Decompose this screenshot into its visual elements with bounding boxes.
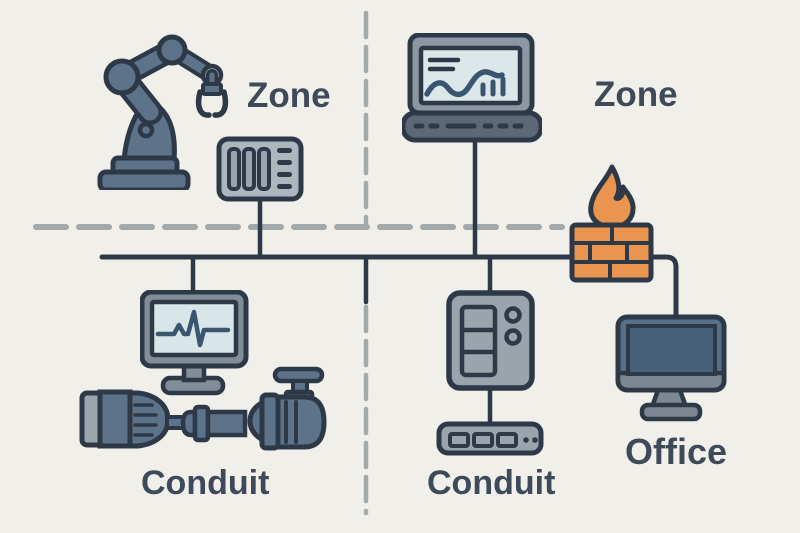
conduit-label-bottom-right: Conduit xyxy=(427,464,556,502)
desktop-monitor-icon xyxy=(615,314,727,422)
network-switch-icon xyxy=(436,421,544,456)
ethernet-port-icon xyxy=(448,432,518,448)
server-tower-icon xyxy=(446,290,535,391)
plc-controller-icon xyxy=(216,136,304,202)
zone-label-top-right: Zone xyxy=(594,75,678,114)
flame-icon xyxy=(588,164,636,230)
pulse-trace xyxy=(155,309,231,348)
office-label: Office xyxy=(625,431,728,472)
hmi-monitor-icon xyxy=(140,290,249,396)
zone-label-top-left: Zone xyxy=(247,76,331,115)
conduit-label-bottom-left: Conduit xyxy=(141,464,270,502)
firewall-office-link-line xyxy=(648,254,679,319)
firewall-icon xyxy=(569,164,654,283)
laptop-icon xyxy=(402,33,542,143)
motor-pump-valve-icon xyxy=(79,366,327,451)
robotic-arm-icon xyxy=(97,34,229,190)
